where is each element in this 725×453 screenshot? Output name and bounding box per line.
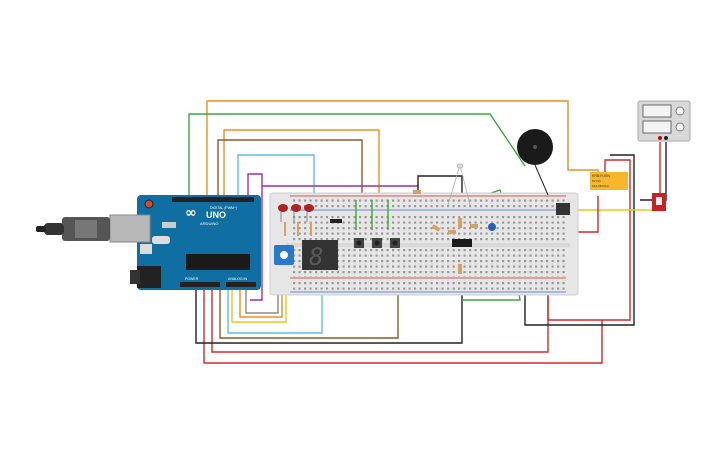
arduino-analog-label: ANALOG IN [228, 277, 248, 281]
wire-brown[interactable] [217, 139, 363, 240]
arduino-power-label: POWER [185, 277, 199, 281]
resistor-icon[interactable] [470, 224, 478, 228]
relay-module-icon[interactable]: KRB-R-KIN 5V DC 10A 250VAC [590, 172, 628, 190]
arduino-header-label: DIGITAL (PWM~) [210, 206, 237, 210]
wire-black-ps[interactable] [640, 142, 667, 201]
breadboard [269, 192, 579, 296]
led-red-icon[interactable] [291, 204, 301, 212]
power-jack [130, 266, 161, 288]
arduino-board[interactable]: ∞ UNO ARDUINO DIGITAL (PWM~) POWER ANALO… [36, 195, 261, 290]
led-red-icon[interactable] [278, 204, 288, 212]
led-group[interactable] [278, 204, 314, 222]
wire-red-right[interactable] [547, 159, 631, 321]
seven-segment-display-icon[interactable]: 8 [302, 240, 338, 271]
power-header [180, 282, 220, 287]
relay-small-icon[interactable] [556, 203, 570, 215]
arduino-brand: ARDUINO [200, 221, 218, 226]
knob-icon[interactable] [675, 106, 685, 116]
led-red-icon[interactable] [304, 204, 314, 212]
wire-red-bottom-2[interactable] [211, 290, 549, 353]
wire-black-right[interactable] [524, 154, 635, 326]
analog-header [226, 282, 256, 287]
resistor-icon[interactable] [458, 218, 462, 228]
resistor-icon[interactable] [413, 190, 421, 194]
wire-purple[interactable] [247, 173, 418, 197]
push-buttons[interactable] [354, 238, 400, 248]
wire-black-bottom[interactable] [195, 290, 463, 344]
buzzer-icon[interactable] [517, 129, 553, 196]
wire-purple-2[interactable] [250, 186, 263, 301]
resistors-led [284, 222, 312, 236]
rgb-sensor-icon[interactable] [274, 245, 294, 265]
photoresistor-icon[interactable] [447, 163, 471, 206]
slide-switch-icon[interactable] [652, 193, 666, 211]
digital-header [172, 197, 254, 202]
reset-button[interactable] [144, 199, 154, 209]
relay-line1: 5V DC [592, 179, 602, 183]
wire-red-relay[interactable] [570, 196, 599, 233]
resistor-icon[interactable] [448, 230, 456, 234]
relay-model: KRB-R-KIN [592, 174, 610, 178]
transistor-icon[interactable] [330, 219, 342, 223]
seven-segment-digit: 8 [309, 243, 323, 271]
atmega-chip [186, 254, 250, 270]
arduino-logo: ∞ [185, 205, 197, 221]
resistor-icon[interactable] [431, 224, 441, 232]
resistors [413, 190, 478, 274]
wire-yellow-bottom[interactable] [231, 270, 287, 323]
relay-line2: 10A 250VAC [592, 184, 610, 188]
wire-red-bottom-1[interactable] [203, 290, 603, 364]
capacitor-icon[interactable] [488, 223, 496, 231]
usb-connector [36, 214, 151, 243]
resistor-icon[interactable] [458, 264, 462, 274]
wire-cyan-bottom[interactable] [227, 270, 323, 334]
ic-chip-icon[interactable] [452, 239, 472, 247]
power-supply-icon[interactable] [637, 100, 691, 142]
wire-green-top[interactable] [188, 113, 526, 197]
knob-icon[interactable] [675, 122, 685, 132]
arduino-model: UNO [206, 210, 226, 220]
wire-orange-2[interactable] [223, 129, 380, 240]
